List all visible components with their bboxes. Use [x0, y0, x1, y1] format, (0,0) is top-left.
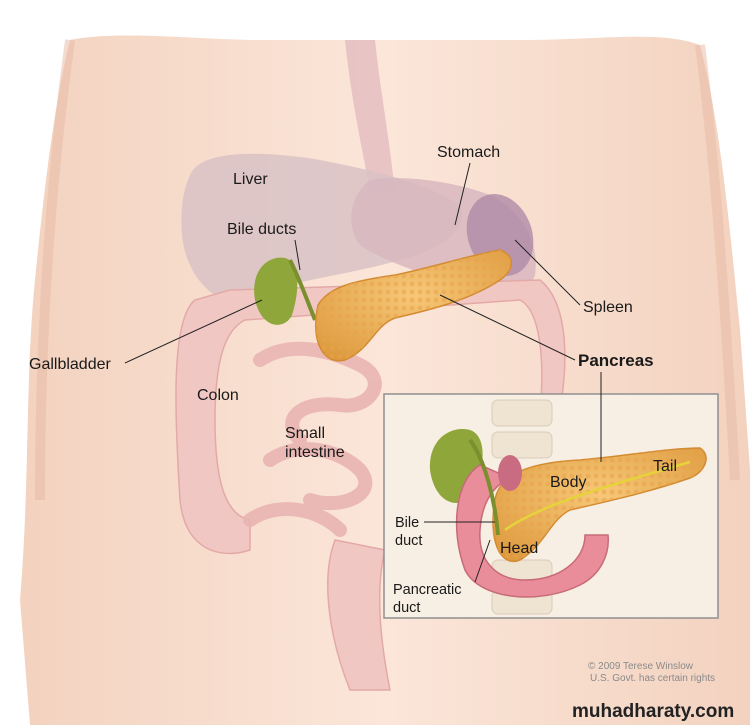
- sigmoid-colon: [327, 539, 391, 691]
- label-gallbladder: Gallbladder: [29, 356, 112, 373]
- torso-shadow-right: [695, 44, 740, 481]
- leader-pancreas: [439, 294, 576, 361]
- esophagus: [345, 40, 395, 195]
- label-stomach: Stomach: [437, 144, 500, 161]
- label-liver: Liver: [233, 171, 268, 188]
- label-colon: Colon: [197, 387, 239, 404]
- inset-stomach-stub: [498, 455, 522, 491]
- inset-label-body: Body: [550, 474, 586, 491]
- gallbladder: [254, 257, 298, 325]
- leader-bile-ducts: [294, 239, 301, 271]
- label-spleen: Spleen: [583, 299, 633, 316]
- inset-label-head: Head: [500, 540, 538, 557]
- watermark: muhadharaty.com: [572, 701, 734, 722]
- inset-label-pancreatic-duct-1: Pancreatic: [393, 582, 462, 598]
- label-small-intestine-2: intestine: [285, 444, 345, 461]
- leader-gallbladder: [124, 299, 263, 364]
- inset-label-tail: Tail: [653, 458, 677, 475]
- inset-pancreas-texture: [492, 448, 707, 562]
- inset-label-bile-duct-2: duct: [395, 533, 422, 549]
- credit-line-1: © 2009 Terese Winslow: [588, 661, 694, 672]
- pancreas-texture: [315, 250, 512, 361]
- label-small-intestine-1: Small: [285, 425, 325, 442]
- pancreas-inset: Body Tail Head Bile duct Pancreatic duct: [383, 372, 719, 619]
- torso-shadow-left: [35, 39, 75, 501]
- inset-leader-pancreatic-duct: [474, 539, 491, 583]
- credit-line-2: U.S. Govt. has certain rights: [590, 673, 715, 684]
- inset-duodenum: [455, 464, 609, 598]
- label-pancreas: Pancreas: [578, 351, 654, 370]
- inset-label-bile-duct-1: Bile: [395, 515, 419, 531]
- bile-ducts: [288, 259, 317, 321]
- small-intestine-loops: [243, 341, 382, 537]
- inset-pancreatic-duct: [504, 460, 691, 532]
- inset-bile-duct: [468, 438, 500, 536]
- label-bile-ducts: Bile ducts: [227, 221, 296, 238]
- leader-spleen: [514, 239, 581, 306]
- leader-stomach: [454, 162, 471, 226]
- inset-label-pancreatic-duct-2: duct: [393, 600, 420, 616]
